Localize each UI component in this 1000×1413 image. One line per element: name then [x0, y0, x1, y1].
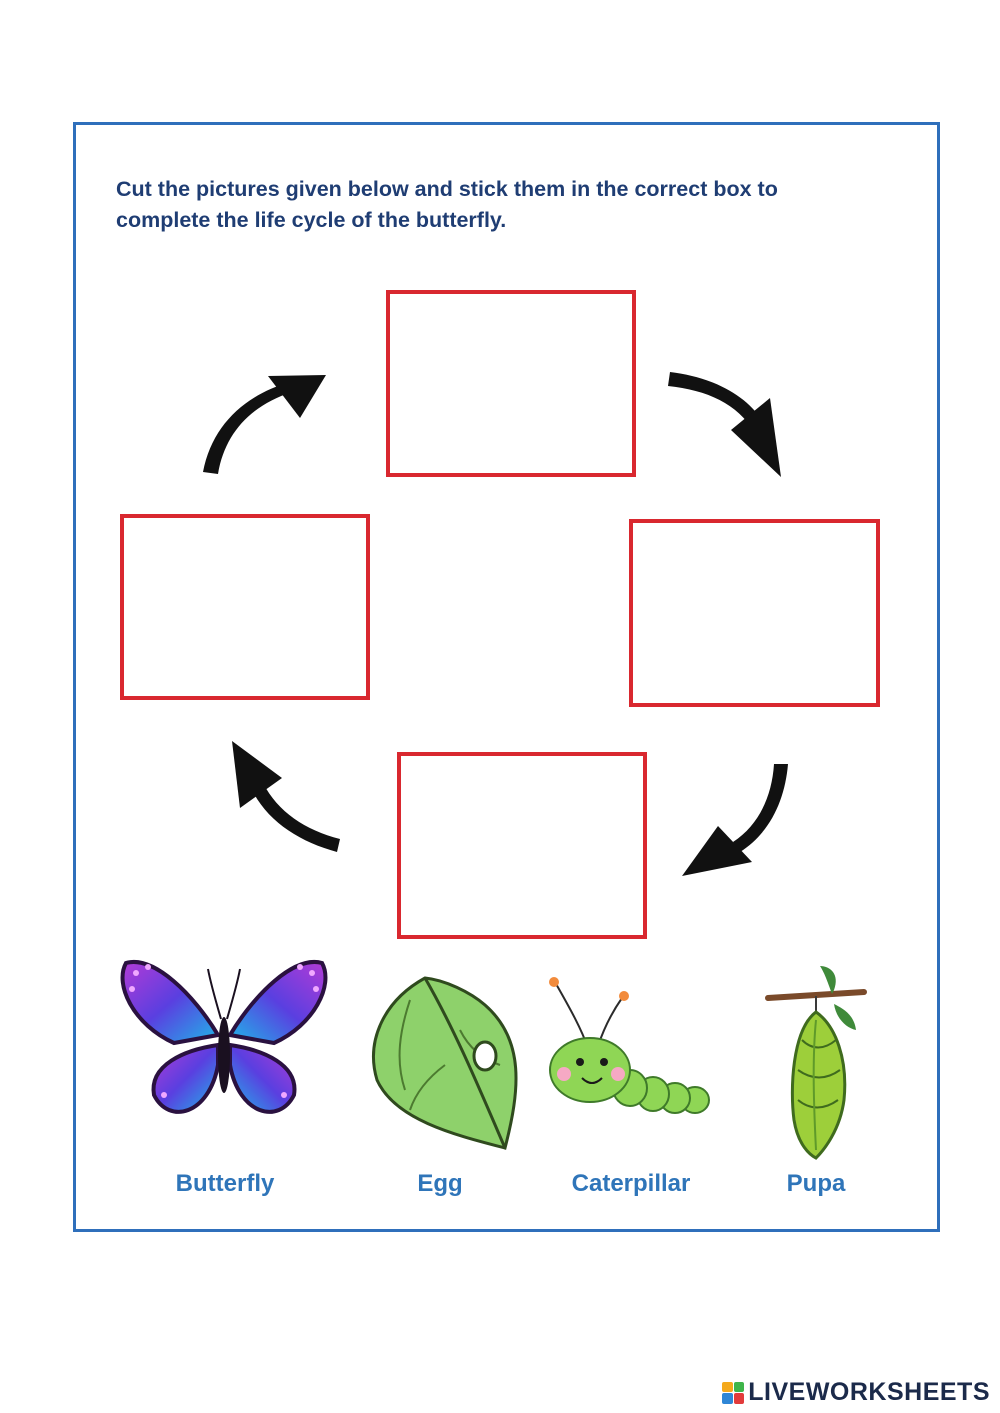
pupa-icon — [765, 966, 867, 1160]
drop-box-right[interactable] — [629, 519, 880, 707]
liveworksheets-brand-text: LIVEWORKSHEETS — [748, 1378, 990, 1406]
leaf-with-egg-icon — [372, 976, 518, 1150]
picture-label-egg: Egg — [417, 1170, 463, 1197]
liveworksheets-logo-icon — [722, 1381, 745, 1404]
picture-label-butterfly: Butterfly — [175, 1170, 275, 1197]
drop-box-bottom[interactable] — [397, 752, 647, 939]
caterpillar-icon — [549, 977, 710, 1114]
instruction-text: Cut the pictures given below and stick t… — [116, 177, 778, 232]
liveworksheets-logo: LIVEWORKSHEETS — [722, 1378, 990, 1407]
butterfly-icon — [120, 959, 328, 1114]
drop-box-top[interactable] — [386, 290, 636, 477]
drop-box-left[interactable] — [120, 514, 370, 700]
picture-label-pupa: Pupa — [786, 1170, 846, 1197]
picture-label-caterpillar: Caterpillar — [571, 1170, 691, 1197]
worksheet-frame — [73, 122, 940, 1232]
